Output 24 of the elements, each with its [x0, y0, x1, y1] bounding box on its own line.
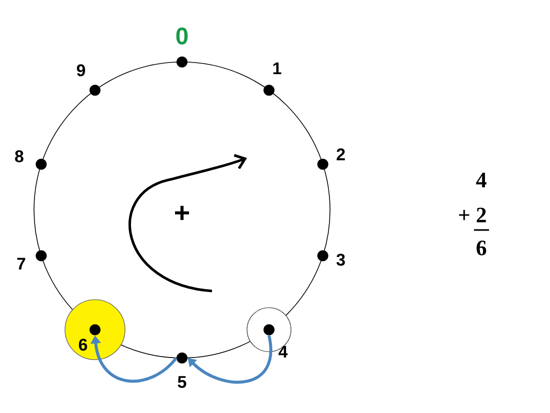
number-label: 8: [15, 150, 24, 162]
point-dot: [264, 84, 274, 96]
point-dot: [317, 250, 328, 262]
number-label: 1: [273, 62, 282, 74]
number-label: 7: [17, 258, 26, 270]
number-label: 6: [78, 338, 88, 351]
number-label: 5: [178, 376, 186, 388]
point-dot: [90, 324, 100, 336]
sum-number: 4: [476, 172, 486, 188]
point-dot: [36, 158, 47, 170]
point-dot: [317, 158, 328, 170]
sum-number: + 2: [459, 208, 486, 222]
point-dot: [264, 324, 274, 336]
sum-number: 6: [476, 240, 486, 256]
point-dot: [176, 352, 188, 364]
plus-sign: +: [175, 206, 190, 220]
number-label: 2: [336, 148, 345, 160]
point-dot: [176, 56, 188, 68]
number-label: 9: [76, 64, 86, 76]
number-label: 4: [278, 346, 288, 358]
number-label: 3: [336, 254, 345, 266]
point-dot: [36, 250, 47, 262]
number-label: 0: [176, 28, 188, 44]
point-dot: [90, 84, 100, 96]
